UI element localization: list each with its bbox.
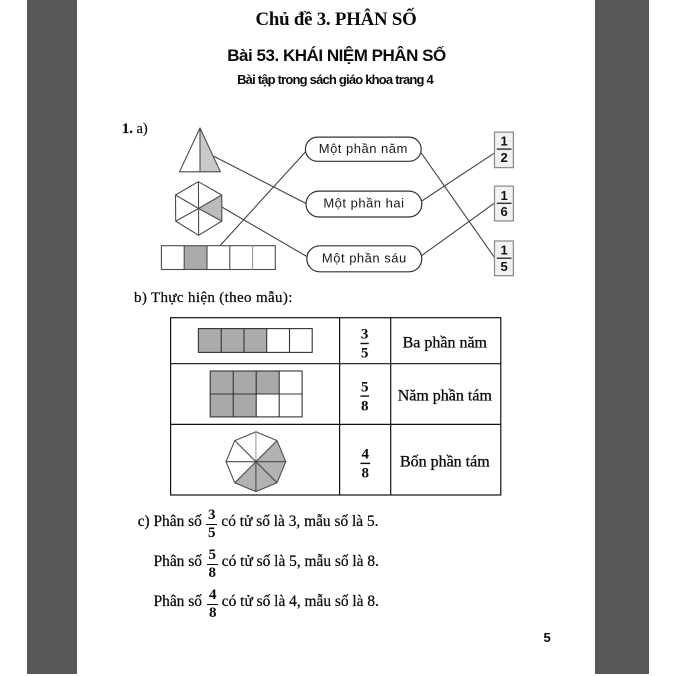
svg-text:Một phần năm: Một phần năm [319,141,408,156]
svg-text:1: 1 [500,188,507,203]
svg-text:5: 5 [500,259,507,274]
svg-text:8: 8 [361,398,369,414]
svg-text:Ba phần năm: Ba phần năm [403,334,488,351]
svg-text:Một phần sáu: Một phần sáu [322,250,407,265]
svg-text:2: 2 [500,150,507,165]
svg-text:1: 1 [500,134,507,149]
svg-text:8: 8 [362,466,370,482]
svg-text:4: 4 [362,446,370,462]
svg-text:Bốn phần tám: Bốn phần tám [400,453,490,470]
svg-text:3: 3 [361,326,369,342]
svg-text:6: 6 [500,204,507,219]
svg-text:Một phần hai: Một phần hai [323,196,404,211]
svg-text:Năm phần tám: Năm phần tám [398,388,493,405]
svg-text:5: 5 [361,345,369,361]
svg-text:5: 5 [361,379,369,395]
svg-text:1: 1 [500,243,507,258]
